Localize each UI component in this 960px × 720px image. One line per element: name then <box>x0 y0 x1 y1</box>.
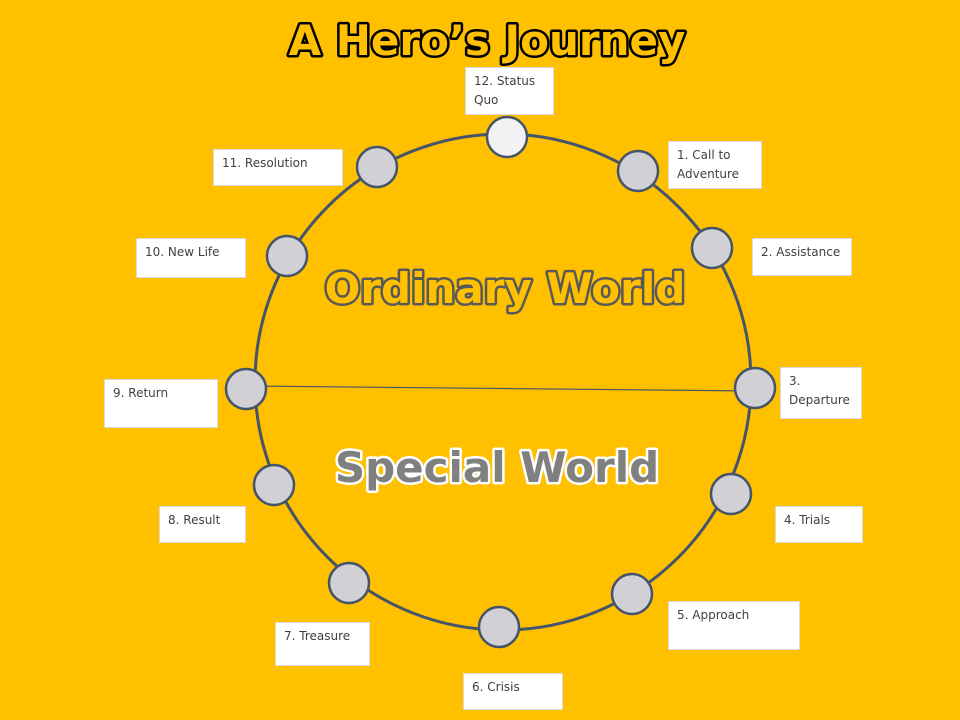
stage-node <box>327 561 371 605</box>
stage-node <box>709 472 753 516</box>
stage-label: 7. Treasure <box>284 629 351 643</box>
stage-label-box: 2. Assistance <box>752 238 852 276</box>
stage-label-box: 8. Result <box>159 506 246 543</box>
stage-node <box>224 367 268 411</box>
stage-node <box>265 234 309 278</box>
stage-label-box: 7. Treasure <box>275 622 370 666</box>
stage-label-box: 3. Departure <box>780 367 862 419</box>
stage-node <box>690 226 734 270</box>
stage-label-box: 6. Crisis <box>463 673 563 710</box>
stage-label-box: 12. Status Quo <box>465 67 554 115</box>
stage-label: 4. Trials <box>784 513 831 527</box>
stage-node <box>610 572 654 616</box>
stage-label: 10. New Life <box>145 245 220 259</box>
stage-label: 11. Resolution <box>222 156 308 170</box>
stage-label: 5. Approach <box>677 608 750 622</box>
stage-node <box>477 605 521 649</box>
special-world-label: Special World <box>335 443 659 492</box>
stage-label-box: 10. New Life <box>136 238 246 278</box>
stage-label: 8. Result <box>168 513 221 527</box>
stage-label: 12. Status Quo <box>474 74 536 107</box>
ordinary-world-label: Ordinary World <box>325 264 686 313</box>
stage-label: 6. Crisis <box>472 680 520 694</box>
stage-label-box: 1. Call to Adventure <box>668 141 762 189</box>
stage-nodes <box>224 115 777 649</box>
diagram-title: A Hero’s Journey <box>289 16 686 65</box>
stage-node <box>485 115 529 159</box>
stage-label-box: 11. Resolution <box>213 149 343 186</box>
stage-label: 9. Return <box>113 386 169 400</box>
stage-node <box>355 145 399 189</box>
world-divider-line <box>246 385 755 392</box>
stage-node <box>616 149 660 193</box>
stage-label-box: 4. Trials <box>775 506 863 543</box>
stage-label-box: 9. Return <box>104 379 218 428</box>
stage-label: 2. Assistance <box>761 245 841 259</box>
stage-node <box>252 463 296 507</box>
stage-label: 3. Departure <box>789 374 850 407</box>
stage-label-box: 5. Approach <box>668 601 800 650</box>
stage-node <box>733 366 777 410</box>
stage-label: 1. Call to Adventure <box>677 148 740 181</box>
journey-cycle-circle <box>253 132 753 632</box>
